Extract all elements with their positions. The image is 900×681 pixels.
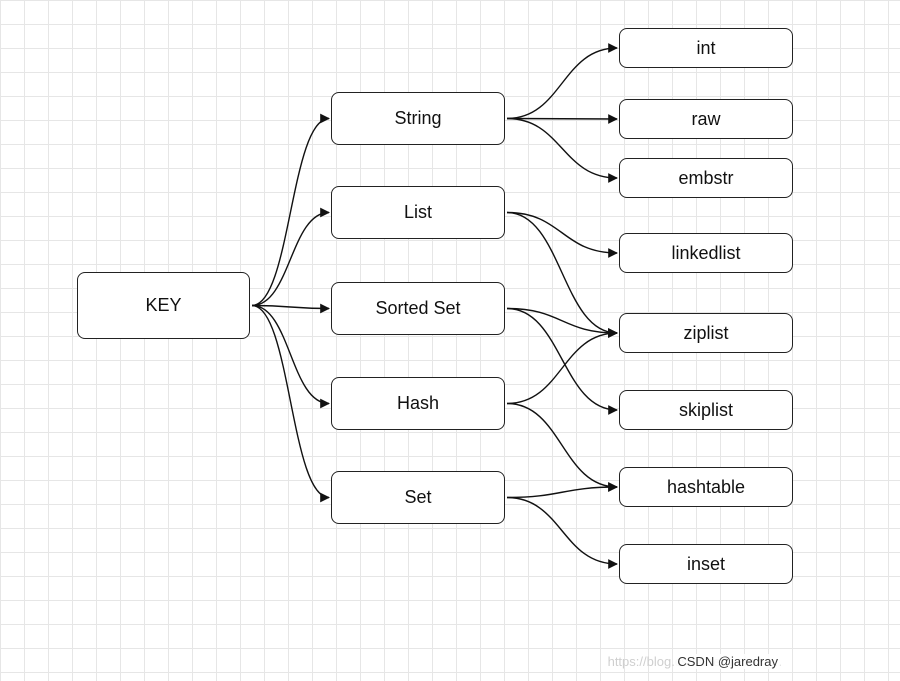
encoding-node-linkedlist: linkedlist <box>619 233 793 273</box>
edge-key-to-string <box>251 113 330 307</box>
edge-set-to-inset <box>506 496 618 569</box>
edge-hash-to-hashtable <box>506 402 618 492</box>
type-node-set: Set <box>331 471 505 524</box>
encoding-node-ziplist: ziplist <box>619 313 793 353</box>
edge-string-to-embstr <box>506 117 618 183</box>
type-node-list: List <box>331 186 505 239</box>
watermark-credit: CSDN @jaredray <box>675 654 780 669</box>
encoding-node-int: int <box>619 28 793 68</box>
edge-key-to-set <box>251 304 330 503</box>
edge-list-to-linkedlist <box>506 211 618 258</box>
watermark: https://blog.csdn.net/weixin_... CSDN @j… <box>608 654 890 669</box>
type-node-string: String <box>331 92 505 145</box>
edge-hash-to-ziplist <box>506 328 618 405</box>
type-node-sorted-set: Sorted Set <box>331 282 505 335</box>
edge-sorted_set-to-skiplist <box>506 307 618 415</box>
edge-string-to-raw <box>506 114 618 124</box>
edge-sorted_set-to-ziplist <box>506 307 618 338</box>
encoding-node-hashtable: hashtable <box>619 467 793 507</box>
edge-key-to-sorted_set <box>251 303 330 314</box>
encoding-node-raw: raw <box>619 99 793 139</box>
edges-group <box>251 43 618 569</box>
encoding-node-embstr: embstr <box>619 158 793 198</box>
key-node: KEY <box>77 272 250 339</box>
edge-set-to-hashtable <box>506 482 618 499</box>
edge-key-to-list <box>251 207 330 307</box>
encoding-node-skiplist: skiplist <box>619 390 793 430</box>
edge-string-to-int <box>506 43 618 120</box>
encoding-node-inset: inset <box>619 544 793 584</box>
type-node-hash: Hash <box>331 377 505 430</box>
edge-list-to-ziplist <box>506 211 618 338</box>
edge-key-to-hash <box>251 304 330 409</box>
